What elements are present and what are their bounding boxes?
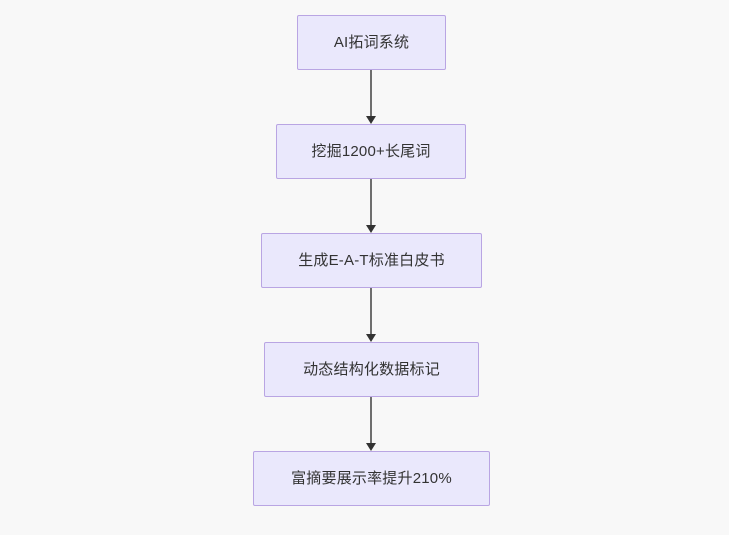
edge-node1-to-node2 <box>366 70 376 124</box>
flow-node-dynamic-structured-data-markup[interactable]: 动态结构化数据标记 <box>264 342 479 397</box>
arrowhead-icon <box>366 443 376 451</box>
arrowhead-icon <box>366 225 376 233</box>
edge-line <box>370 397 372 444</box>
edge-line <box>370 179 372 226</box>
flow-node-label: 富摘要展示率提升210% <box>291 470 452 487</box>
flow-node-ai-keyword-system[interactable]: AI拓词系统 <box>297 15 446 70</box>
edge-node3-to-node4 <box>366 288 376 342</box>
flow-node-label: 生成E-A-T标准白皮书 <box>298 252 445 269</box>
edge-node4-to-node5 <box>366 397 376 451</box>
edge-line <box>370 288 372 335</box>
flow-node-label: AI拓词系统 <box>333 34 410 51</box>
edge-node2-to-node3 <box>366 179 376 233</box>
flow-node-rich-snippet-impression-uplift[interactable]: 富摘要展示率提升210% <box>253 451 490 506</box>
edge-line <box>370 70 372 117</box>
arrowhead-icon <box>366 334 376 342</box>
flow-node-mine-longtail-keywords[interactable]: 挖掘1200+长尾词 <box>276 124 466 179</box>
flow-node-label: 挖掘1200+长尾词 <box>311 143 431 160</box>
arrowhead-icon <box>366 116 376 124</box>
flow-node-generate-eat-whitepaper[interactable]: 生成E-A-T标准白皮书 <box>261 233 482 288</box>
flow-node-label: 动态结构化数据标记 <box>303 361 440 378</box>
